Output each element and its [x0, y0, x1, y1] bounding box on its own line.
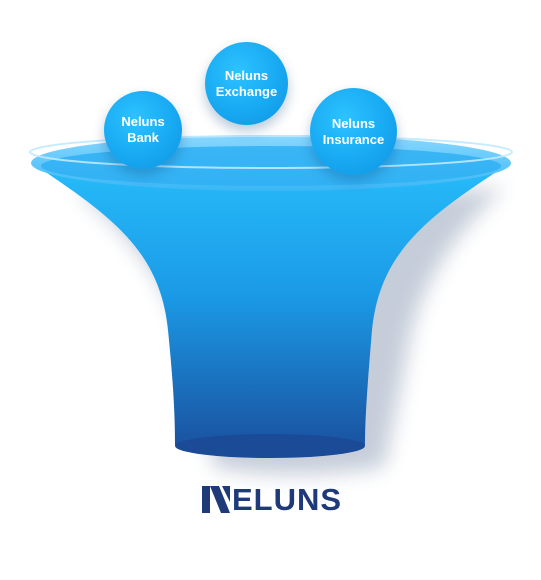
bubble-exchange-line1: Neluns — [224, 67, 269, 83]
bubble-bank-line1: Neluns — [121, 114, 165, 129]
funnel-rim-highlight — [29, 135, 513, 169]
logo-wordmark: ELUNS — [231, 481, 343, 517]
neluns-logo: ELUNS — [172, 480, 372, 518]
funnel-body — [32, 163, 510, 457]
bubble-insurance-line2: Insurance — [322, 131, 385, 147]
bubble-neluns-exchange: Neluns Exchange — [205, 42, 288, 125]
stylized-n-logo-mark-icon — [201, 485, 230, 513]
bubble-bank-line2: Bank — [127, 130, 159, 145]
bubble-exchange-line2: Exchange — [215, 83, 278, 99]
bubble-insurance-line1: Neluns — [331, 115, 376, 131]
bubble-neluns-insurance: Neluns Insurance — [310, 88, 397, 175]
funnel-spout — [175, 434, 365, 458]
bubble-neluns-bank: Neluns Bank — [104, 91, 182, 169]
